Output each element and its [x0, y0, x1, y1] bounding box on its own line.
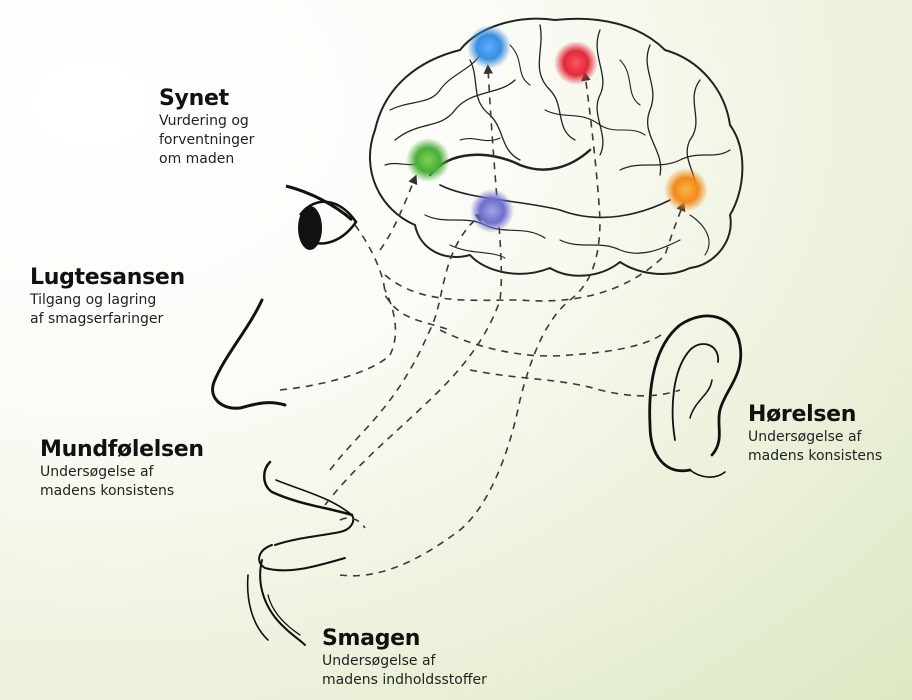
label-line: Undersøgelse af — [748, 428, 882, 447]
label-smagen: Smagen Undersøgelse af madens indholdsst… — [322, 626, 487, 690]
label-mundfolelsen: Mundfølelsen Undersøgelse af madens kons… — [40, 437, 204, 501]
label-synet: Synet Vurdering og forventninger om made… — [159, 86, 254, 169]
label-line: om maden — [159, 150, 254, 169]
label-title: Synet — [159, 86, 254, 112]
label-title: Lugtesansen — [30, 265, 185, 291]
nose-illustration — [213, 300, 285, 408]
blue-spot — [467, 25, 511, 69]
brain-activity-spots — [406, 25, 708, 233]
orange-spot — [664, 168, 708, 212]
label-line: af smagserfaringer — [30, 310, 185, 329]
label-line: Tilgang og lagring — [30, 291, 185, 310]
label-line: Undersøgelse af — [40, 463, 204, 482]
label-title: Mundfølelsen — [40, 437, 204, 463]
label-line: Undersøgelse af — [322, 652, 487, 671]
label-line: madens konsistens — [748, 447, 882, 466]
label-lugtesansen: Lugtesansen Tilgang og lagring af smagse… — [30, 265, 185, 329]
label-line: forventninger — [159, 131, 254, 150]
label-horelsen: Hørelsen Undersøgelse af madens konsiste… — [748, 402, 882, 466]
eye-illustration — [286, 186, 356, 250]
label-title: Smagen — [322, 626, 487, 652]
ear-illustration — [650, 316, 741, 477]
purple-spot — [470, 189, 514, 233]
red-spot — [554, 41, 598, 85]
label-line: Vurdering og — [159, 112, 254, 131]
sensory-pathways — [280, 68, 683, 576]
label-line: madens konsistens — [40, 482, 204, 501]
label-line: madens indholdsstoffer — [322, 671, 487, 690]
green-spot — [406, 138, 450, 182]
label-title: Hørelsen — [748, 402, 882, 428]
